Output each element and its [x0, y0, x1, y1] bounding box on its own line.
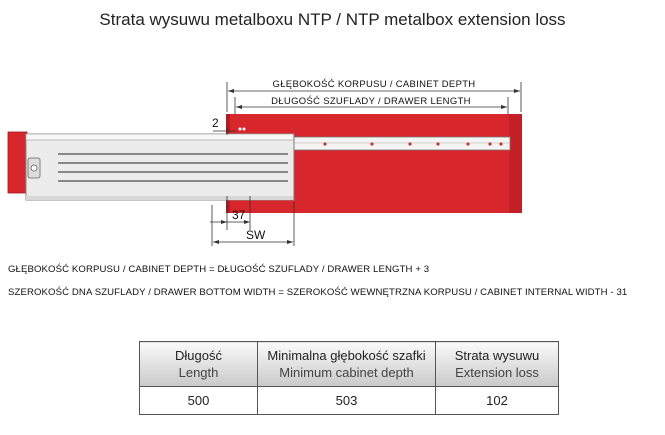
- header-length-en: Length: [178, 365, 219, 380]
- header-length-pl: Długość: [175, 348, 222, 363]
- drawer-side: [7, 131, 295, 201]
- dim-sw-label: SW: [246, 228, 266, 242]
- cabinet-depth-label: GŁĘBOKOŚĆ KORPUSU / CABINET DEPTH: [273, 78, 476, 90]
- header-extension-loss-pl: Strata wysuwu: [454, 348, 540, 363]
- cell-extension-loss: 102: [435, 386, 559, 415]
- table-header-row: Długość Length Minimalna głębokość szafk…: [139, 341, 559, 387]
- dim-37-label: 37: [232, 208, 246, 222]
- page-title: Strata wysuwu metalboxu NTP / NTP metalb…: [99, 10, 566, 29]
- formula-drawer-width: SZEROKOŚĆ DNA SZUFLADY / DRAWER BOTTOM W…: [8, 287, 628, 298]
- cell-min-depth: 503: [257, 386, 436, 415]
- dim-2-label: 2: [212, 116, 219, 130]
- table-row: 500 503 102: [139, 386, 559, 415]
- header-min-depth: Minimalna głębokość szafki Minimum cabin…: [257, 341, 436, 387]
- header-length: Długość Length: [139, 341, 258, 387]
- drawer-length-label: DŁUGOŚĆ SZUFLADY / DRAWER LENGTH: [271, 95, 471, 107]
- header-extension-loss-en: Extension loss: [455, 365, 539, 380]
- dimension-2: 2: [212, 116, 236, 135]
- header-extension-loss: Strata wysuwu Extension loss: [435, 341, 559, 387]
- drawer-diagram: GŁĘBOKOŚĆ KORPUSU / CABINET DEPTH DŁUGOŚ…: [7, 78, 522, 246]
- extension-loss-table: Długość Length Minimalna głębokość szafk…: [139, 341, 559, 415]
- dimension-sw: SW: [211, 202, 295, 246]
- dimension-37: 37: [210, 196, 251, 230]
- cabinet-depth-dimension: GŁĘBOKOŚĆ KORPUSU / CABINET DEPTH: [226, 78, 522, 112]
- header-min-depth-pl: Minimalna głębokość szafki: [267, 348, 426, 363]
- header-min-depth-en: Minimum cabinet depth: [279, 365, 414, 380]
- cell-length: 500: [139, 386, 258, 415]
- formula-cabinet-depth: GŁĘBOKOŚĆ KORPUSU / CABINET DEPTH = DŁUG…: [8, 264, 430, 275]
